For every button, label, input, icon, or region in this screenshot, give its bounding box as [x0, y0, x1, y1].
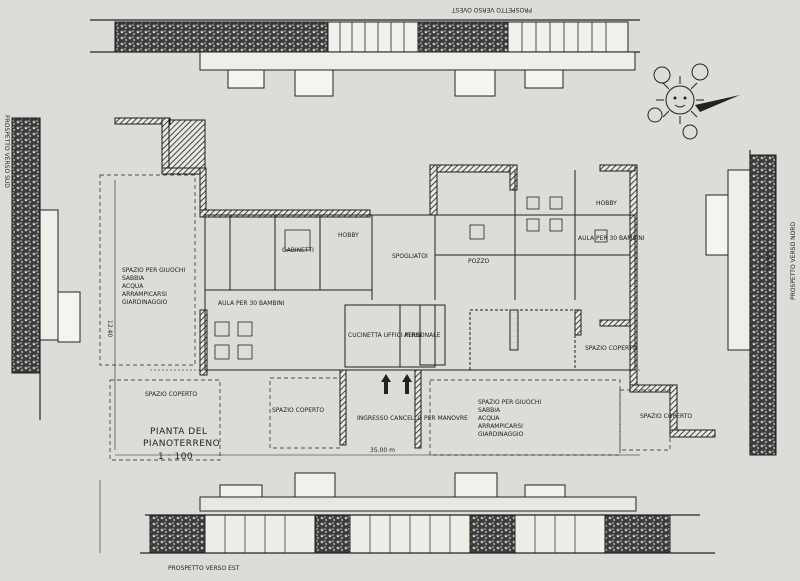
south-elevation: PROSPETTO VERSO SUD [3, 115, 81, 420]
entrance-arrows [381, 374, 412, 394]
ground-floor-plan: GABINETTI HOBBY SPOGLIATOI AULA PER 30 B… [99, 117, 772, 462]
plan-title-line1: PIANTA DEL [150, 427, 207, 437]
zone-center-note-1: SABBIA [478, 407, 501, 414]
zone-coperto-right: SPAZIO COPERTO [585, 345, 637, 352]
zone-spazio-left: SPAZIO PER GIUOCHI [122, 267, 185, 274]
room-hobby: HOBBY [338, 232, 359, 239]
zone-spazio-center: SPAZIO PER GIUOCHI [478, 399, 541, 406]
zone-ingresso: INGRESSO CANCELLO PER MANOVRE [357, 415, 468, 422]
dimension-total: 35.00 m [370, 447, 395, 454]
north-elevation-label: PROSPETTO VERSO NORD [790, 222, 797, 300]
zone-note-2: ACQUA [122, 283, 144, 290]
dimension-left: 12.40 [106, 320, 113, 337]
zone-coperto-left: SPAZIO COPERTO [145, 391, 197, 398]
zone-note-4: GIARDINAGGIO [122, 299, 168, 306]
room-atrio: ATRIO [404, 332, 422, 339]
room-gabinetti: GABINETTI [282, 247, 314, 254]
plan-scale: 1 : 100 [158, 452, 193, 462]
zone-center-note-3: ARRAMPICARSI [478, 423, 523, 430]
west-elevation: PROSPETTO VERSO OVEST [90, 6, 640, 97]
zone-note-3: ARRAMPICARSI [122, 291, 167, 298]
room-hobby-right: HOBBY [596, 200, 617, 207]
zone-center-note-2: ACQUA [478, 415, 500, 422]
east-elevation-label: PROSPETTO VERSO EST [168, 565, 240, 572]
east-elevation: PROSPETTO VERSO EST [99, 472, 715, 572]
plan-title-line2: PIANOTERRENO [143, 439, 220, 449]
room-aula-left: AULA PER 30 BAMBINI [218, 300, 285, 307]
zone-coperto-center: SPAZIO COPERTO [272, 407, 324, 414]
zone-note-1: SABBIA [122, 275, 145, 282]
room-pozzo: POZZO [468, 258, 490, 265]
dimension-right: 12.00 [765, 253, 772, 270]
zone-center-note-4: GIARDINAGGIO [478, 431, 524, 438]
north-elevation: PROSPETTO VERSO NORD [705, 150, 797, 456]
west-elevation-label: PROSPETTO VERSO OVEST [452, 6, 532, 13]
room-aula-right: AULA PER 30 BAMBINI [578, 235, 645, 242]
sun-compass-icon [647, 63, 740, 140]
room-cucinetta: CUCINETTA UFFICI PERSONALE [348, 332, 441, 339]
zone-coperto-far: SPAZIO COPERTO [640, 413, 692, 420]
room-spogliatoi: SPOGLIATOI [392, 253, 428, 260]
south-elevation-label: PROSPETTO VERSO SUD [3, 115, 10, 188]
